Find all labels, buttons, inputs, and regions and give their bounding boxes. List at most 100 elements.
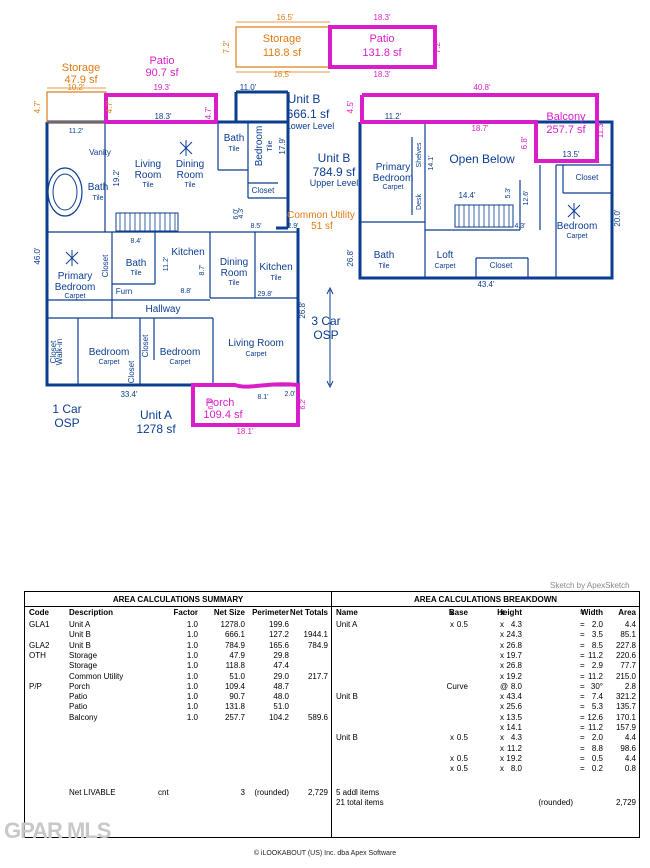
- bedroom-a1: Bedroom: [89, 347, 130, 358]
- breakdown-cell: x: [500, 661, 504, 671]
- breakdown-cell: 321.2: [615, 692, 636, 702]
- open-below: Open Below: [449, 152, 515, 166]
- bedroom-b-lower-tile: Tile: [267, 140, 274, 151]
- dim-11-2a: 11.2': [69, 128, 83, 135]
- breakdown-cell: x: [500, 712, 504, 722]
- breakdown-cell: x: [450, 764, 454, 774]
- net-cnt-label: cnt: [158, 788, 169, 797]
- breakdown-cell: =: [580, 671, 585, 681]
- summary-cell: 589.6: [307, 712, 328, 722]
- osp1-line2: OSP: [54, 416, 79, 430]
- summary-cell: Unit B: [69, 630, 91, 640]
- summary-cell: 48.0: [273, 692, 289, 702]
- summary-cell: 257.7: [224, 712, 245, 722]
- breakdown-cell: 4.4: [624, 733, 636, 743]
- bath-a2-tile: Tile: [130, 270, 141, 277]
- breakdown-cell: 25.6: [506, 702, 522, 712]
- summary-cell: 217.7: [307, 671, 328, 681]
- breakdown-cell: 77.7: [620, 661, 636, 671]
- dim-4-7b: 4.7': [105, 100, 114, 113]
- storage1-area: 47.9 sf: [64, 74, 98, 86]
- breakdown-cell: @: [500, 681, 509, 691]
- breakdown-header-3: Height: [497, 608, 522, 617]
- dim-17-9: 17.9': [278, 137, 287, 155]
- interior-walls: [47, 122, 612, 385]
- breakdown-cell: 26.8: [506, 640, 522, 650]
- primary-a-carpet: Carpet: [64, 293, 85, 300]
- summary-cell: 118.8: [225, 661, 245, 671]
- ceiling-fan-icon: [65, 140, 581, 266]
- breakdown-cell: 11.2: [588, 723, 603, 732]
- breakdown-cell: 26.8: [506, 661, 522, 671]
- summary-header-2: Factor: [173, 608, 198, 617]
- summary-cell: Common Utility: [69, 671, 124, 681]
- dim-4-7c: 4.7': [204, 106, 213, 119]
- closet-a2: Closet: [141, 334, 150, 357]
- storage1-title: Storage: [62, 62, 101, 74]
- walkin-1: Walk-in: [55, 339, 64, 365]
- sketch-credit: Sketch by ApexSketch: [550, 581, 630, 590]
- breakdown-cell: 0.5: [456, 733, 468, 743]
- tub: [47, 167, 83, 217]
- summary-cell: Storage: [69, 661, 98, 671]
- breakdown-cell: 170.1: [615, 712, 636, 722]
- breakdown-cell: 8.5: [591, 640, 603, 650]
- summary-cell: 1.0: [186, 650, 198, 660]
- breakdown-cell: 19.2: [506, 671, 522, 681]
- summary-cell: P/P: [29, 681, 42, 691]
- breakdown-cell: 4.4: [624, 753, 636, 763]
- breakdown-header-6: =: [580, 608, 585, 617]
- addl-items: 5 addl items: [336, 788, 380, 797]
- dim-26-8a: 26.8': [298, 301, 307, 319]
- breakdown-cell: =: [580, 764, 585, 774]
- dim-11-0: 11.0': [240, 83, 257, 92]
- dim-6-0: 6.0': [233, 208, 240, 219]
- dim-18-3a: 18.3': [373, 13, 391, 22]
- unit-b-upper-level: Upper Level: [310, 178, 359, 188]
- common-utility-area: 51 sf: [311, 221, 333, 232]
- bath-a2: Bath: [126, 258, 147, 269]
- summary-cell: 1.0: [186, 692, 198, 702]
- unit-b-upper-area: 784.9 sf: [313, 165, 356, 179]
- unit-b-lower-title: Unit B: [288, 92, 321, 106]
- dim-6-2a: 6.2': [208, 398, 215, 409]
- breakdown-cell: x: [500, 640, 504, 650]
- summary-title: AREA CALCULATIONS SUMMARY: [25, 592, 331, 607]
- breakdown-cell: =: [580, 681, 585, 691]
- dim-8-4: 8.4': [130, 238, 141, 245]
- dining-b1: Dining: [220, 257, 248, 268]
- summary-cell: 51.0: [273, 702, 289, 712]
- breakdown-cell: 43.4: [506, 692, 522, 702]
- dim-10-2: 10.2': [67, 83, 85, 92]
- summary-cell: 1.0: [186, 681, 198, 691]
- furn: Furn: [116, 287, 132, 296]
- breakdown-cell: x: [450, 733, 454, 743]
- net-rounded: (rounded): [254, 788, 289, 797]
- dim-8-1: 8.1': [257, 394, 268, 401]
- breakdown-header-4: x: [500, 608, 505, 617]
- breakdown-header-7: Area: [618, 608, 636, 617]
- summary-cell: 51.0: [229, 671, 245, 681]
- breakdown-cell: 0.5: [456, 753, 468, 763]
- living-room-a-tile: Tile: [142, 182, 153, 189]
- bath-a1: Bath: [88, 182, 109, 193]
- bedroom-a2-carpet: Carpet: [169, 359, 190, 366]
- breakdown-title: AREA CALCULATIONS BREAKDOWN: [332, 592, 639, 607]
- breakdown-cell: 3.5: [591, 630, 603, 640]
- vanity: Vanity: [89, 148, 111, 157]
- summary-cell: 1.0: [186, 702, 198, 712]
- living-room-a1: Living: [135, 159, 161, 170]
- bedroom-a1-carpet: Carpet: [98, 359, 119, 366]
- summary-cell: 1.0: [186, 640, 198, 650]
- porch-title: Porch: [206, 397, 235, 409]
- summary-cell: 131.8: [224, 702, 245, 712]
- breakdown-cell: 157.9: [615, 723, 636, 732]
- dim-8-8: 8.8': [180, 288, 191, 295]
- garage-arrow: [326, 286, 334, 389]
- primary-a1: Primary: [58, 271, 92, 282]
- breakdown-cell: =: [580, 640, 585, 650]
- common-utility-title: Common Utility: [287, 210, 355, 221]
- dining-a2: Room: [177, 170, 204, 181]
- bedroom-b-carpet: Carpet: [566, 233, 587, 240]
